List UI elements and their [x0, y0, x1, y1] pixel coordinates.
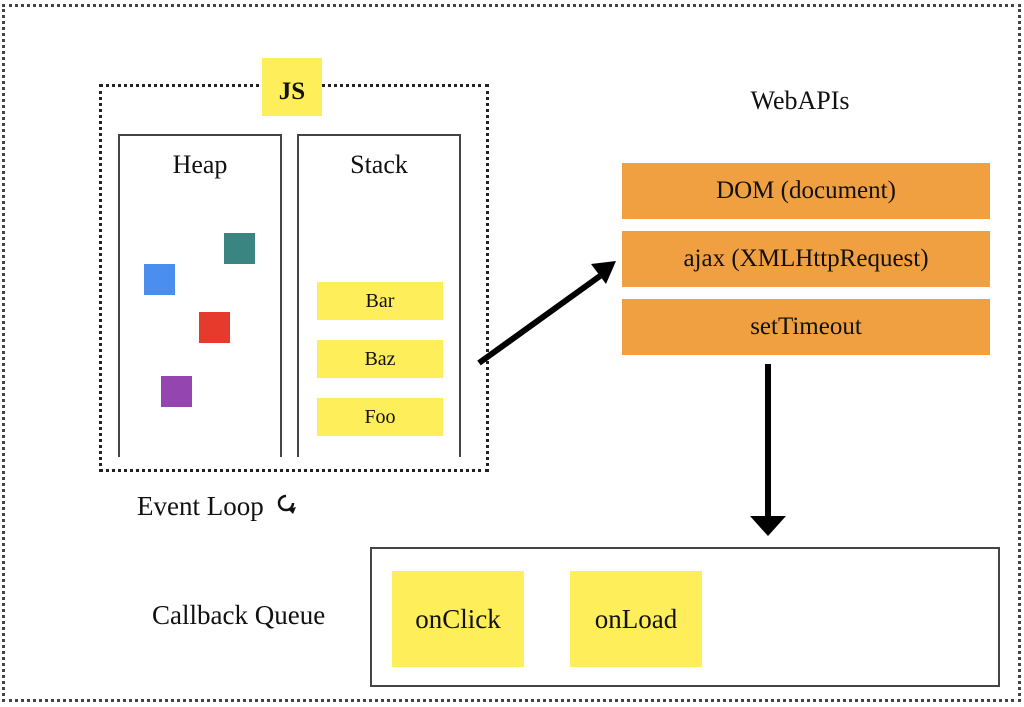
diagram-outer-border	[2, 4, 1021, 702]
event-loop: Event Loop	[137, 491, 298, 522]
heap-object-teal	[224, 233, 255, 264]
heap-object-purple	[161, 376, 192, 407]
js-badge-label: JS	[278, 78, 306, 105]
callback-item: onLoad	[570, 571, 702, 667]
heap-object-blue	[144, 264, 175, 295]
callback-item: onClick	[392, 571, 524, 667]
stack-title: Stack	[350, 150, 408, 179]
webapi-ajax: ajax (XMLHttpRequest)	[622, 231, 990, 287]
heap-object-red	[199, 312, 230, 343]
stack-column: Stack Bar Baz Foo	[297, 134, 461, 457]
callback-queue-box: onClick onLoad	[370, 547, 1000, 687]
stack-frame: Foo	[317, 398, 443, 436]
arrow-webapis-to-queue	[750, 364, 786, 536]
heap-title: Heap	[172, 150, 228, 179]
heap-column: Heap	[118, 134, 282, 457]
js-badge: JS	[262, 58, 322, 116]
webapi-settimeout: setTimeout	[622, 299, 990, 355]
event-loop-label: Event Loop	[137, 491, 264, 521]
callback-queue-label: Callback Queue	[152, 600, 326, 630]
arrow-stack-to-webapis	[477, 261, 616, 366]
stack-frame: Baz	[317, 340, 443, 378]
webapi-dom: DOM (document)	[622, 163, 990, 219]
webapis-title: WebAPIs	[750, 86, 850, 115]
refresh-icon	[274, 491, 298, 522]
stack-frame: Bar	[317, 282, 443, 320]
